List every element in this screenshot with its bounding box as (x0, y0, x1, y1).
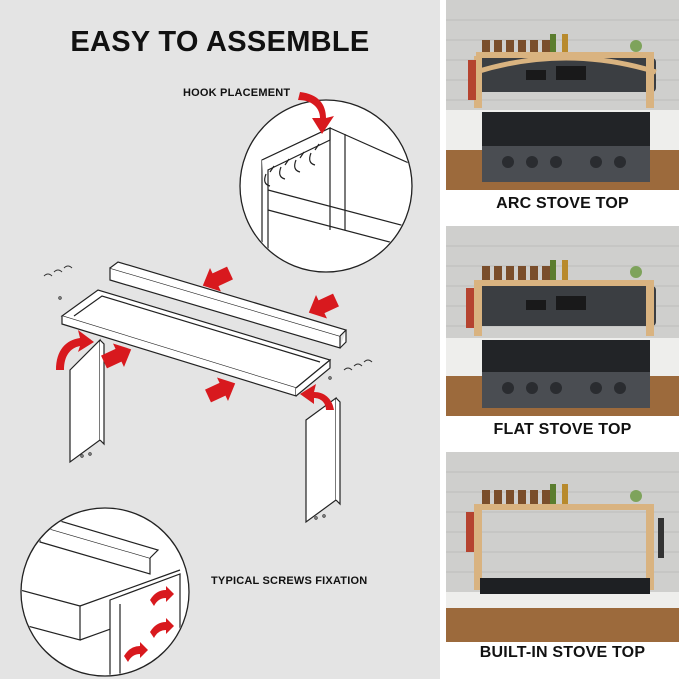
assembly-diagram: EASY TO ASSEMBLE HOOK PLACEMENT TYPICAL … (0, 0, 440, 679)
arc-stove-caption: ARC STOVE TOP (496, 195, 629, 212)
arc-stove-photo (446, 0, 679, 190)
assembly-arrows (56, 261, 342, 410)
panel-flat-stove: FLAT STOVE TOP (446, 226, 679, 449)
hook-pointer-arrow (298, 92, 334, 134)
builtin-stove-photo (446, 452, 679, 642)
shelf-exploded-view (60, 261, 348, 524)
panel-builtin-stove: BUILT-IN STOVE TOP (446, 452, 679, 679)
panel-arc-stove: ARC STOVE TOP (446, 0, 679, 223)
page-title: EASY TO ASSEMBLE (70, 26, 370, 58)
hook-placement-label: HOOK PLACEMENT (183, 87, 291, 99)
hardware-parts (43, 265, 373, 520)
flat-stove-photo (446, 226, 679, 416)
builtin-stove-caption: BUILT-IN STOVE TOP (479, 644, 646, 661)
screws-fixation-label: TYPICAL SCREWS FIXATION (211, 575, 368, 587)
hook-zoom-circle (239, 99, 413, 273)
flat-stove-caption: FLAT STOVE TOP (493, 421, 632, 438)
screws-zoom-circle (20, 507, 190, 677)
stove-variants: ARC STOVE TOP FLAT STOVE TOP (446, 0, 679, 679)
assembly-illustration (20, 92, 413, 677)
